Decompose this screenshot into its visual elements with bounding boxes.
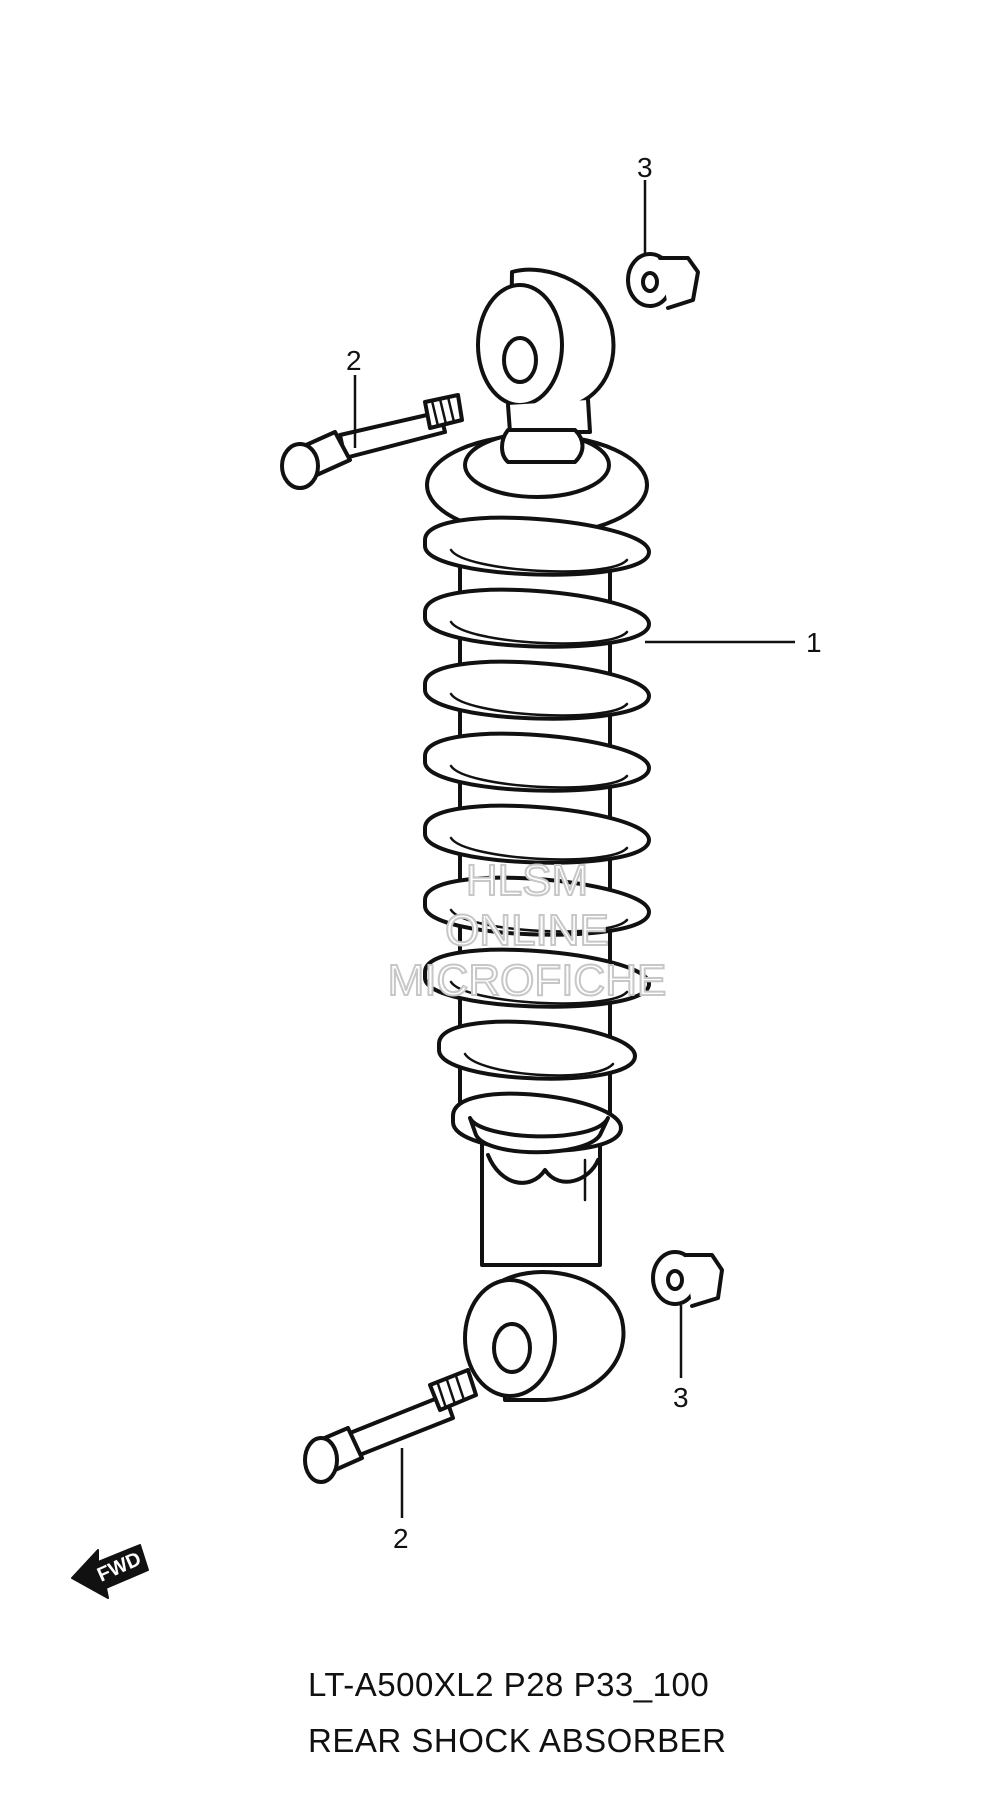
upper-mount-eye [476, 267, 616, 434]
spring-coil-edge [449, 620, 629, 645]
callout-nut-bottom: 3 [673, 1382, 689, 1413]
watermark: HLSM ONLINE MICROFICHE [387, 855, 668, 1006]
callout-bolt-top: 2 [346, 345, 362, 376]
spring-coil-edge [449, 548, 629, 573]
spring-coil [423, 659, 651, 721]
spring-coil [423, 875, 651, 937]
callout-nut-top: 3 [637, 152, 653, 183]
bolt-top [280, 393, 464, 490]
spring-coil [423, 947, 651, 1009]
spring-coil [437, 1019, 637, 1081]
leader-lines [353, 180, 795, 1518]
nut-bottom [651, 1250, 724, 1308]
bolt-bottom [303, 1368, 478, 1484]
spring-coil-edge [449, 764, 629, 789]
spring-coil-edge [449, 908, 629, 933]
spring-coil-edge [449, 836, 629, 861]
lower-mount-eye [463, 1269, 626, 1402]
spring-coil-edge [449, 980, 629, 1005]
coil-spring [423, 428, 651, 1155]
spring-coil [423, 803, 651, 865]
nut-top [626, 252, 700, 310]
callout-bolt-bottom: 2 [393, 1523, 409, 1554]
spring-coil-edge [449, 692, 629, 717]
fwd-arrow-icon: FWD [71, 1544, 149, 1599]
spring-coil [423, 515, 651, 577]
watermark-line-3: MICROFICHE [388, 956, 667, 1005]
watermark-line-2: ONLINE [445, 906, 609, 955]
section-title: REAR SHOCK ABSORBER [308, 1722, 727, 1759]
spring-coil [423, 731, 651, 793]
callout-shock-absorber: 1 [806, 627, 822, 658]
spring-coil [423, 587, 651, 649]
lower-spring-seat [468, 1116, 610, 1155]
spring-coil-edge [463, 1052, 615, 1077]
model-code: LT-A500XL2 P28 P33_100 [308, 1666, 710, 1703]
watermark-line-1: HLSM [466, 856, 588, 905]
